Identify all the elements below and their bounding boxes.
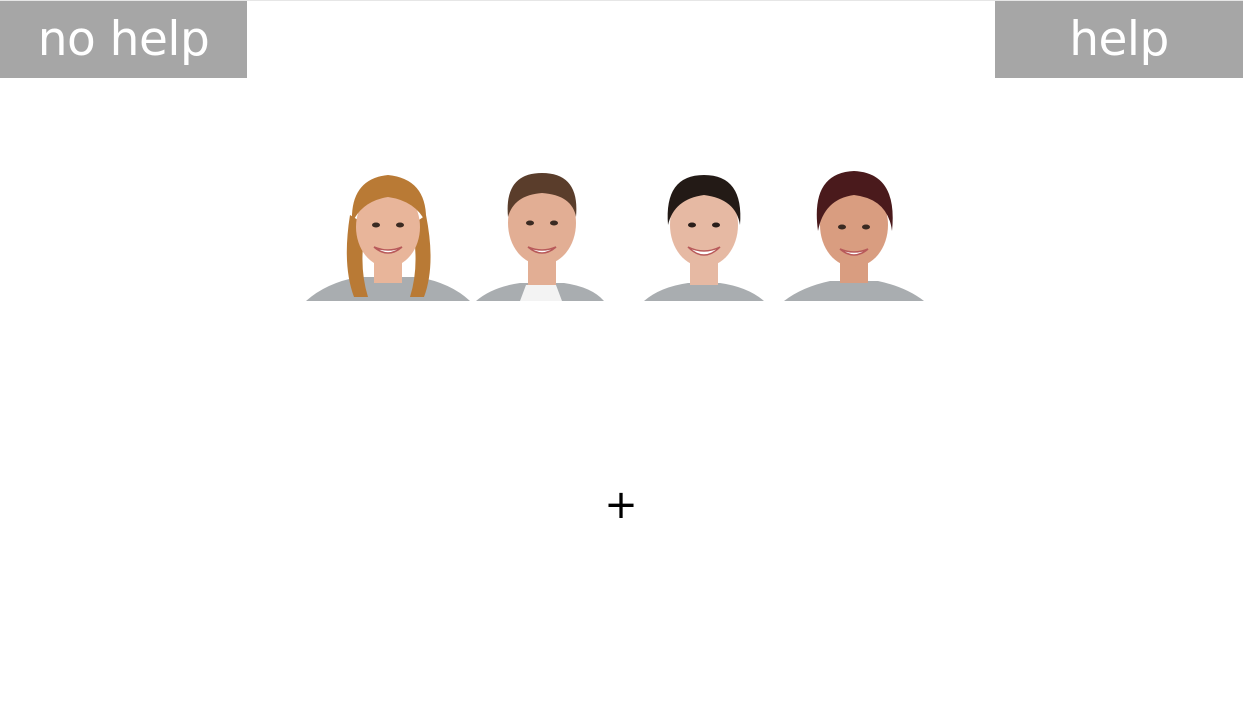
- face-photo-1: [306, 175, 470, 301]
- help-button[interactable]: help: [995, 1, 1243, 78]
- no-help-button-label: no help: [37, 12, 210, 67]
- fixation-cross: +: [604, 482, 638, 528]
- face-stimuli-row: [300, 165, 930, 301]
- smile: [373, 246, 403, 254]
- face-photo-2: [476, 173, 604, 301]
- head-shape: [356, 187, 420, 267]
- head-shape: [670, 183, 738, 267]
- shirt-shape: [784, 281, 924, 301]
- top-divider: [0, 0, 1243, 1]
- eye-left: [838, 224, 846, 230]
- help-button-label: help: [1069, 12, 1169, 67]
- collar-shape: [520, 285, 562, 301]
- hair-top-shape: [351, 175, 427, 223]
- shirt-shape: [644, 283, 764, 301]
- face-photo-4: [784, 171, 924, 301]
- no-help-button[interactable]: no help: [0, 1, 247, 78]
- eye-left: [372, 222, 380, 228]
- hair-back-shape: [346, 215, 431, 297]
- hair-top-shape: [667, 175, 741, 225]
- eye-left: [688, 222, 696, 228]
- eye-left: [526, 220, 534, 226]
- eye-right: [712, 222, 720, 228]
- hair-top-shape: [816, 171, 893, 231]
- hair-top-shape: [507, 173, 577, 217]
- shirt-shape: [306, 277, 470, 301]
- eye-right: [862, 224, 870, 230]
- smile: [527, 246, 557, 254]
- face-photo-3: [644, 175, 764, 301]
- face-stimuli-svg: [306, 171, 924, 301]
- eye-right: [396, 222, 404, 228]
- smile: [687, 246, 721, 256]
- head-shape: [820, 183, 888, 267]
- head-shape: [508, 181, 576, 265]
- smile: [839, 248, 869, 256]
- eye-right: [550, 220, 558, 226]
